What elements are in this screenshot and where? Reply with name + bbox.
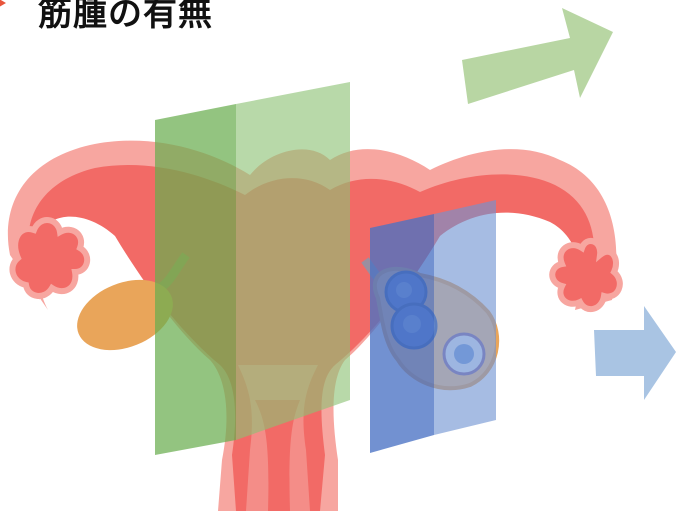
- green-section-plane: [155, 82, 350, 455]
- blue-section-plane: [370, 200, 496, 453]
- blue-arrow-icon: [594, 306, 676, 400]
- right-fimbriae: [552, 241, 620, 309]
- green-arrow-icon: [462, 8, 613, 104]
- left-fimbriae: [12, 220, 87, 296]
